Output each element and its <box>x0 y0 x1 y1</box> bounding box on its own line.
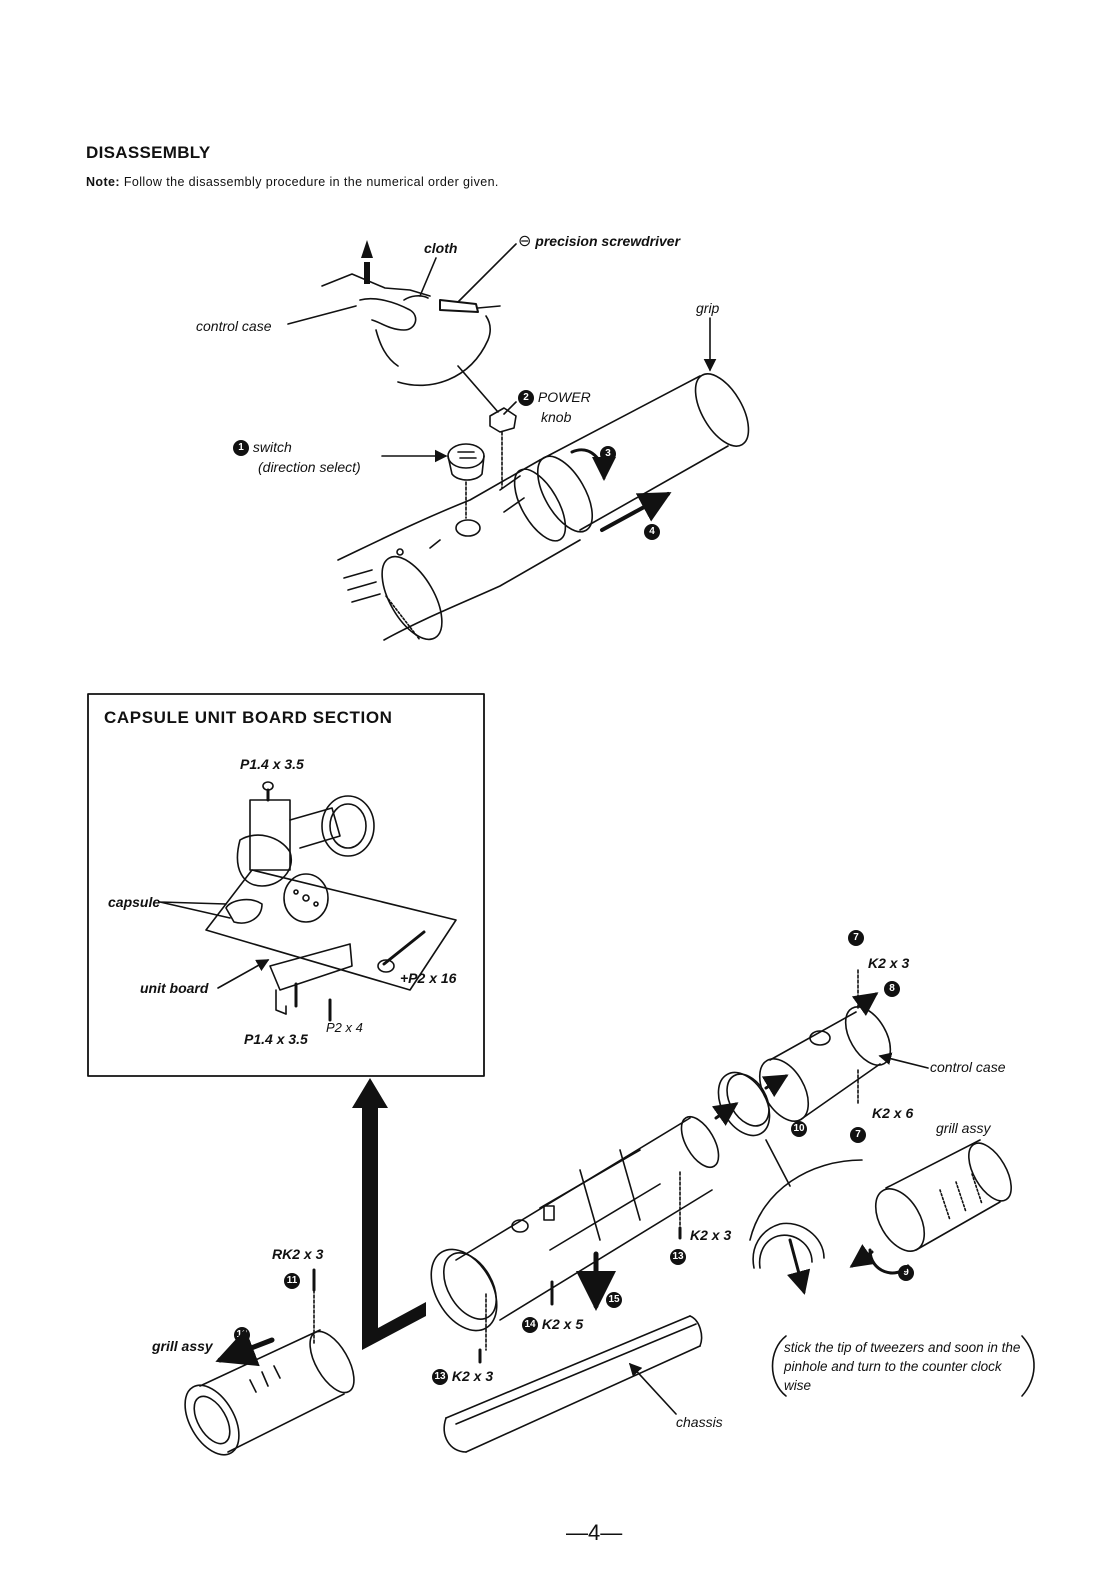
capsule-assembly <box>159 781 457 1022</box>
grill-assy-right-part <box>849 1139 1012 1275</box>
tip-bracket-left <box>771 1335 787 1397</box>
label-k2x5: 14 K2 x 5 <box>522 1316 583 1334</box>
step-2-badge: 2 <box>518 390 534 407</box>
step-8-badge: 8 <box>884 980 900 998</box>
control-case-part <box>758 969 929 1122</box>
note-label: Note: <box>86 175 120 189</box>
leader-power-knob <box>503 401 517 415</box>
hand-cloth-inset <box>321 240 501 387</box>
microphone-body-top <box>337 373 750 641</box>
leader-cloth <box>419 257 437 297</box>
label-screw-top: P1.4 x 3.5 <box>240 756 304 772</box>
label-grill-assy-left: grill assy <box>152 1338 213 1354</box>
label-capsule: capsule <box>108 894 161 910</box>
step-11-badge: 11 <box>284 1272 300 1290</box>
label-k2x3-top: K2 x 3 <box>868 955 910 971</box>
label-screw-bottom: P1.4 x 3.5 <box>244 1031 308 1047</box>
main-body-bottom <box>430 1115 720 1364</box>
label-grip: grip <box>696 300 720 316</box>
leader-inset-to-knob <box>457 365 499 413</box>
tweezers-tip-note: stick the tip of tweezers and soon in th… <box>784 1340 1021 1393</box>
label-power-knob: 2 POWER <box>518 389 591 407</box>
label-precision-screwdriver: ⊖ precision screwdriver <box>518 233 681 250</box>
section-pointer-arrow <box>352 1078 426 1350</box>
label-switch: 1 switch <box>233 439 292 457</box>
tweezers-detail-inset <box>749 1139 863 1295</box>
retaining-ring <box>711 1071 789 1137</box>
chassis-shell <box>443 1315 703 1453</box>
label-power-knob-2: knob <box>541 409 572 425</box>
step-1-badge: 1 <box>233 440 249 457</box>
label-rk2x3: RK2 x 3 <box>272 1246 324 1262</box>
label-control-case-top: control case <box>196 318 272 334</box>
label-k2x6: K2 x 6 <box>872 1105 914 1121</box>
note-line: Note: Follow the disassembly procedure i… <box>86 175 499 189</box>
step-4-badge: 4 <box>644 523 660 541</box>
step-7-badge-bottom: 7 <box>850 1126 866 1144</box>
step-10-badge: 10 <box>791 1120 807 1138</box>
leader-control-case <box>287 305 357 325</box>
label-direction-select: (direction select) <box>258 459 361 475</box>
label-p2x16: +P2 x 16 <box>400 970 457 986</box>
capsule-section-box <box>87 693 485 1077</box>
leader-screwdriver <box>457 243 517 303</box>
label-unit-board: unit board <box>140 980 209 996</box>
page-heading: DISASSEMBLY <box>86 143 211 162</box>
step-13-badge-mid: 13 <box>670 1248 686 1266</box>
slide-arrow-4 <box>600 492 672 532</box>
power-knob <box>489 407 517 489</box>
label-chassis: chassis <box>676 1414 723 1430</box>
page-number: —4— <box>566 1520 623 1545</box>
step-7-badge-top: 7 <box>848 929 864 947</box>
step-13-badge-bottom: 13 <box>432 1369 448 1386</box>
rotate-arrow-3 <box>570 448 616 481</box>
label-p2x4: P2 x 4 <box>326 1020 363 1035</box>
label-cloth: cloth <box>424 240 458 256</box>
note-text: Follow the disassembly procedure in the … <box>123 175 499 189</box>
label-grill-assy-right: grill assy <box>936 1120 991 1136</box>
label-control-case-bottom: control case <box>930 1059 1006 1075</box>
label-k2x3-bottom: 13 K2 x 3 <box>432 1368 493 1386</box>
step-9-badge: 9 <box>898 1264 914 1282</box>
tip-bracket-right <box>1021 1335 1035 1397</box>
capsule-section-title: CAPSULE UNIT BOARD SECTION <box>104 708 393 727</box>
grill-assy-left-part <box>184 1268 355 1456</box>
switch-knob <box>447 443 485 519</box>
label-k2x3-mid: K2 x 3 <box>690 1227 732 1243</box>
step-14-badge: 14 <box>522 1317 538 1334</box>
